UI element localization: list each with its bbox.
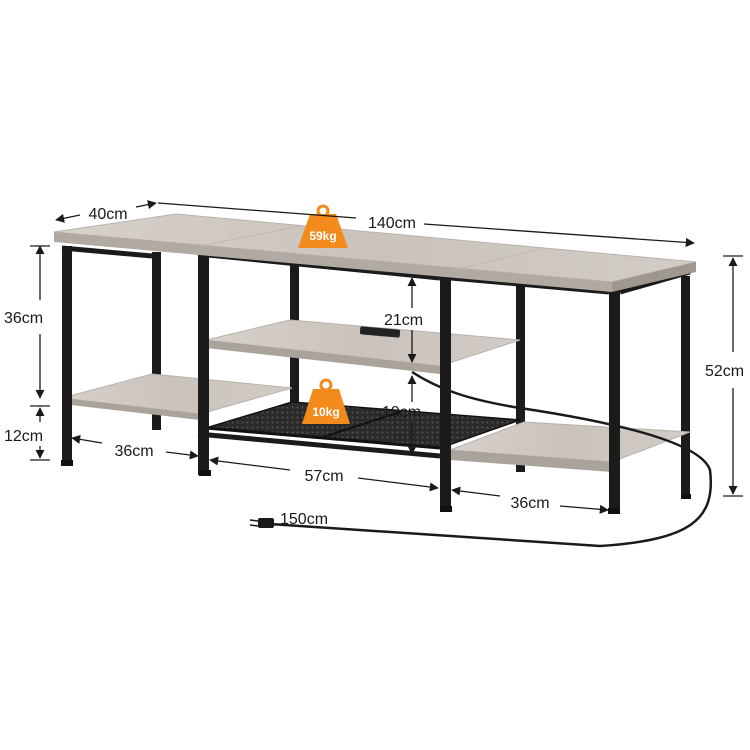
left-upper-height-label: 36cm bbox=[4, 310, 43, 327]
left-lower-height-label: 12cm bbox=[4, 428, 43, 445]
cord-length-label: 150cm bbox=[280, 511, 328, 528]
left-lower-shelf-edge bbox=[62, 398, 200, 420]
back-leg bbox=[516, 282, 525, 472]
socket bbox=[359, 326, 401, 338]
weight-icon bbox=[302, 389, 350, 424]
middle-gap-21-label: 21cm bbox=[384, 312, 423, 329]
front-leg bbox=[62, 246, 72, 464]
top-load-label: 59kg bbox=[309, 229, 336, 243]
right-lower-shelf-edge bbox=[450, 450, 612, 472]
left-shelf-width-label: 36cm bbox=[114, 443, 153, 460]
left-lower-shelf bbox=[61, 373, 293, 415]
length-label: 140cm bbox=[368, 215, 416, 232]
middle-width-label: 57cm bbox=[304, 468, 343, 485]
right-shelf-width-label: 36cm bbox=[510, 495, 549, 512]
tv-stand bbox=[53, 213, 713, 548]
front-leg bbox=[440, 276, 451, 510]
mesh-load-label: 10kg bbox=[312, 405, 339, 419]
middle-shelf-edge bbox=[206, 340, 440, 374]
plug bbox=[258, 518, 274, 528]
mesh-load-badge: 10kg bbox=[302, 378, 350, 424]
total-height-label: 52cm bbox=[705, 363, 744, 380]
power-cord bbox=[269, 370, 713, 548]
middle-gap-19-label: 19cm bbox=[382, 404, 421, 421]
front-leg bbox=[198, 253, 209, 475]
tabletop-front-edge bbox=[54, 232, 612, 292]
tabletop-side-edge bbox=[612, 262, 696, 292]
top-load-badge: 59kg bbox=[298, 204, 348, 248]
dimension-lines bbox=[30, 200, 743, 514]
front-leg bbox=[609, 290, 620, 512]
back-leg bbox=[152, 252, 161, 430]
depth-label: 40cm bbox=[88, 206, 127, 223]
back-leg bbox=[681, 276, 690, 498]
weight-icon bbox=[298, 214, 348, 248]
